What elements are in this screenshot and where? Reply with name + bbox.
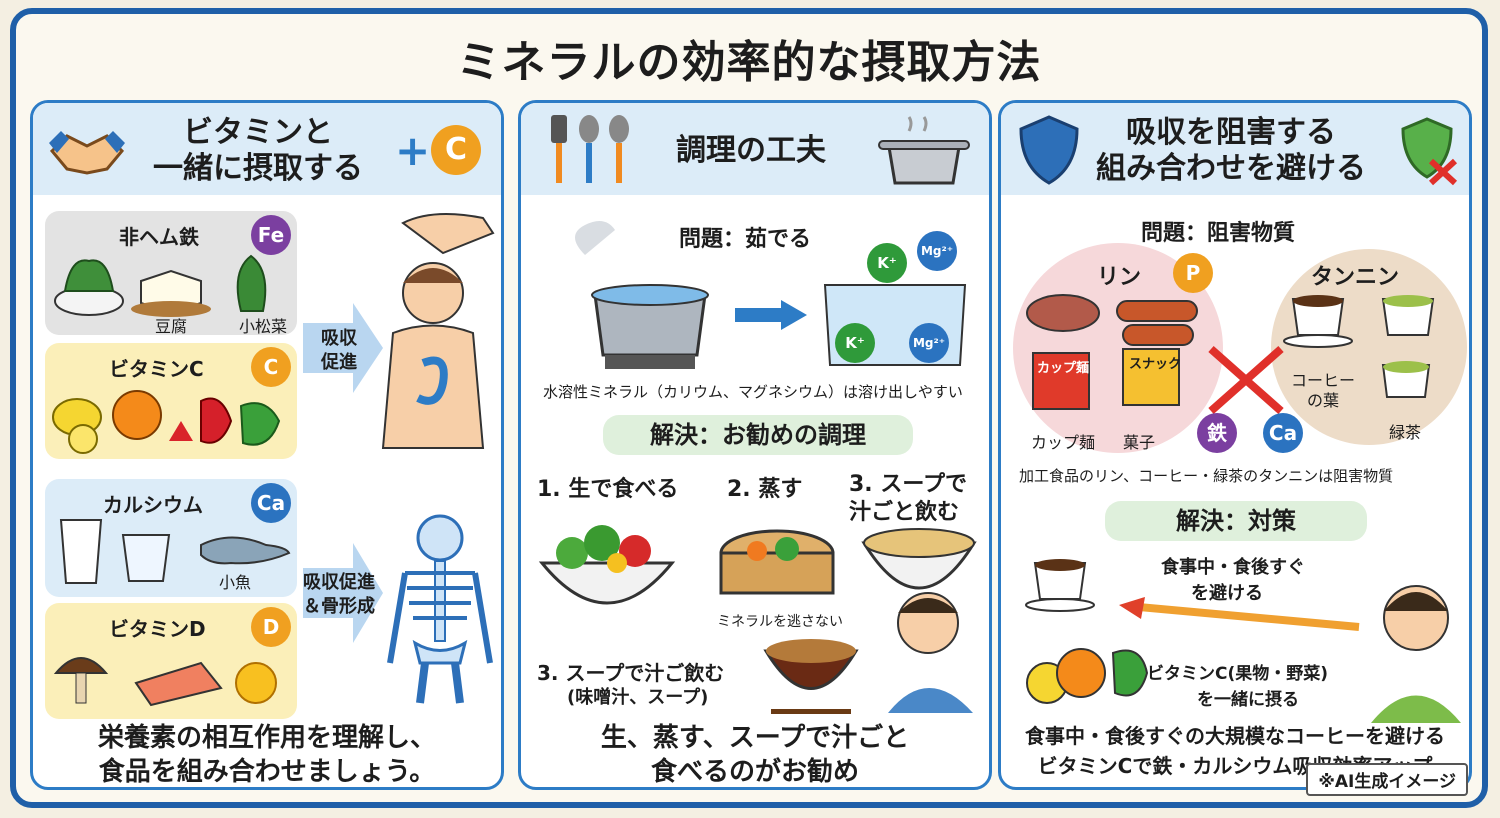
coffee-leaf-label: コーヒー の葉 xyxy=(1291,371,1356,410)
panel2-footer-line2: 食べるのがお勧め xyxy=(650,757,859,787)
child-stomach-illustration xyxy=(381,213,495,449)
magnesium-ion-badge-2: Mg²⁺ xyxy=(909,323,949,363)
green-tea-label: 緑茶 xyxy=(1389,423,1422,442)
panel2-footer: 生、蒸す、スープで汁ごと 食べるのがお勧め xyxy=(521,721,989,787)
coffee-tea-illustration xyxy=(1283,295,1435,398)
panel-avoid-inhibitors: 吸収を阻害する 組み合わせを避ける 問題：阻害物質 リン P カップ麺 スナック… xyxy=(998,100,1472,790)
panel3-heading-line2: 組み合わせを避ける xyxy=(1096,151,1366,186)
vitamin-c-title: ビタミンC xyxy=(109,357,204,381)
vitamin-c-badge: C xyxy=(431,125,481,175)
countermeasure-pill: 解決：対策 xyxy=(1105,501,1367,541)
panel3-footer: 食事中・食後すぐの大規模なコーヒーを避ける ビタミンCで鉄・カルシウム吸収効率ア… xyxy=(1001,721,1469,781)
vitamin-d-badge: D xyxy=(251,607,291,647)
phosphorus-badge: P xyxy=(1173,253,1213,293)
coffee-cup-icon xyxy=(1025,559,1095,612)
potassium-ion-badge-2: K⁺ xyxy=(835,323,875,363)
handshake-icon xyxy=(49,131,125,175)
spinach-tofu-illustration xyxy=(54,254,267,317)
avoid-timing-arrow xyxy=(1119,597,1360,631)
heme-iron-title: 非ヘム鉄 xyxy=(119,225,199,249)
panel2-heading: 調理の工夫 xyxy=(676,133,826,168)
steam-note: ミネラルを逃さない xyxy=(717,614,843,630)
steamer-illustration xyxy=(719,529,835,595)
method-steam: 2. 蒸す xyxy=(727,477,803,502)
panel3-header xyxy=(1001,103,1469,195)
panel1-heading: ビタミンと 一緒に摂取する xyxy=(128,115,388,187)
skeleton-illustration xyxy=(387,514,493,704)
panel3-footer-line1: 食事中・食後すぐの大規模なコーヒーを避ける xyxy=(1025,724,1445,748)
magnesium-ion-badge: Mg²⁺ xyxy=(917,231,957,271)
panel3-heading-line1: 吸収を阻害する xyxy=(1126,115,1336,150)
recommended-cooking-pill: 解決：お勧めの調理 xyxy=(603,415,913,455)
vitamin-d-title: ビタミンD xyxy=(109,617,206,641)
soup-method-line1: 3. スープで汁ご飲む xyxy=(537,661,725,685)
cup-noodle-label: カップ麺 xyxy=(1031,433,1096,452)
cooking-pot-icon xyxy=(878,116,970,185)
boil-problem-label: 問題：茹でる xyxy=(679,227,812,252)
citrus-pepper-illustration xyxy=(52,390,281,454)
panel1-heading-line2: 一緒に摂取する xyxy=(153,151,363,186)
mushroom-salmon-sun-illustration xyxy=(53,657,277,707)
poster-frame: ミネラルの効率的な摂取方法 ビタミンと 一緒に摂取する + C 非ヘム鉄 Fe … xyxy=(10,8,1488,808)
snack-label: 菓子 xyxy=(1123,433,1156,452)
inhibitor-problem-label: 問題：阻害物質 xyxy=(1141,221,1296,246)
page-title: ミネラルの効率的な摂取方法 xyxy=(456,37,1042,88)
inhibitor-note: 加工食品のリン、コーヒー・緑茶のタンニンは阻害物質 xyxy=(1019,467,1394,485)
soup-bowl-illustration xyxy=(861,528,977,590)
panel2-footer-line1: 生、蒸す、スープで汁ごと xyxy=(600,723,910,753)
with-vitamin-c-line2: を一緒に摂る xyxy=(1197,690,1299,710)
panel1-footer-line2: 食品を組み合わせましょう。 xyxy=(98,757,436,787)
miso-soup-illustration xyxy=(763,639,859,714)
iron-inhibited-badge: 鉄 xyxy=(1197,413,1237,453)
panel-cooking-tips: 調理の工夫 問題：茹でる K⁺ Mg²⁺ K⁺ Mg²⁺ 水溶性ミネラル（カリウ… xyxy=(518,100,992,790)
shield-cross-icon xyxy=(1401,117,1458,186)
blocked-absorption-x-icon xyxy=(1208,346,1284,414)
avoid-line1: 食事中・食後すぐ xyxy=(1161,557,1305,578)
soup-method-line2: (味噌汁、スープ) xyxy=(567,687,709,708)
calcium-inhibited-badge: Ca xyxy=(1263,413,1303,453)
panel1-heading-line1: ビタミンと xyxy=(183,115,333,150)
vitamin-c-foods-illustration xyxy=(1026,648,1149,704)
cup-noodle-pack-label: カップ麺 xyxy=(1037,361,1090,376)
small-fish-label: 小魚 xyxy=(219,573,252,592)
absorption-label-2: 吸収促進 ＆骨形成 xyxy=(303,572,375,617)
kitchen-utensils-icon xyxy=(551,115,629,183)
calcium-badge: Ca xyxy=(251,483,291,523)
happy-boy-illustration xyxy=(1371,585,1461,723)
panel1-footer-line1: 栄養素の相互作用を理解し、 xyxy=(97,723,436,753)
processed-meat-illustration xyxy=(1026,294,1198,410)
panel-vitamin-combination: ビタミンと 一緒に摂取する + C 非ヘム鉄 Fe 豆腐 小松菜 ビタミンC C xyxy=(30,100,504,790)
shield-icon xyxy=(1019,115,1079,185)
potassium-ion-badge: K⁺ xyxy=(867,243,907,283)
method-soup: 3. スープで 汁ごと飲む xyxy=(849,472,968,525)
absorption-arrow-1 xyxy=(303,303,383,393)
calcium-title: カルシウム xyxy=(103,493,203,517)
phosphorus-label: リン xyxy=(1097,265,1142,290)
absorption-arrow-2 xyxy=(303,543,383,643)
drinking-boy-illustration xyxy=(888,592,973,713)
tofu-label: 豆腐 xyxy=(155,317,188,336)
method-raw: 1. 生で食べる xyxy=(537,477,679,502)
plus-icon: + xyxy=(395,126,431,175)
with-vitamin-c-line1: ビタミンC(果物・野菜) xyxy=(1147,664,1329,684)
avoid-line2: を避ける xyxy=(1191,583,1263,604)
komatsuna-label: 小松菜 xyxy=(239,317,288,336)
salad-bowl-illustration xyxy=(538,525,676,605)
boil-problem-note: 水溶性ミネラル（カリウム、マグネシウム）は溶け出しやすい xyxy=(543,383,963,401)
panel1-footer: 栄養素の相互作用を理解し、 食品を組み合わせましょう。 xyxy=(33,721,501,787)
absorption-label-1: 吸収 促進 xyxy=(321,328,357,373)
snack-pack-label: スナック xyxy=(1129,357,1182,372)
panel3-heading: 吸収を阻害する 組み合わせを避ける xyxy=(1071,115,1391,187)
vitamin-c-small-badge: C xyxy=(251,347,291,387)
tannin-label: タンニン xyxy=(1311,265,1400,290)
iron-badge: Fe xyxy=(251,215,291,255)
ai-generated-note: ※AI生成イメージ xyxy=(1306,763,1468,796)
milk-yogurt-fish-illustration xyxy=(59,519,291,584)
